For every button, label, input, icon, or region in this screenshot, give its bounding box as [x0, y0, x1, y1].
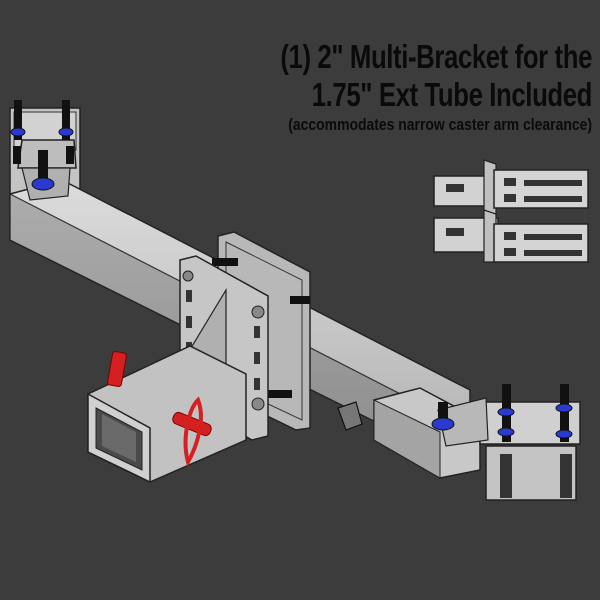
bolt — [13, 146, 21, 164]
hitch-pin-top — [107, 351, 127, 387]
bolt — [66, 146, 74, 164]
left-tube-clamp — [21, 150, 71, 201]
bolt — [555, 384, 573, 442]
caption-line-1: (1) 2" Multi-Bracket for the — [280, 38, 592, 75]
right-mount-plate — [431, 384, 581, 501]
bolt — [497, 384, 515, 442]
hitch-pin-clip — [172, 396, 212, 468]
bolt — [10, 100, 26, 140]
product-caption: (1) 2" Multi-Bracket for the 1.75" Ext T… — [32, 38, 592, 136]
caption-line-2: 1.75" Ext Tube Included — [311, 76, 593, 113]
receiver-tube — [87, 345, 247, 484]
caption-line-3: (accommodates narrow caster arm clearanc… — [288, 115, 592, 134]
multi-bracket-illustration — [433, 159, 589, 263]
bolt — [58, 100, 74, 140]
